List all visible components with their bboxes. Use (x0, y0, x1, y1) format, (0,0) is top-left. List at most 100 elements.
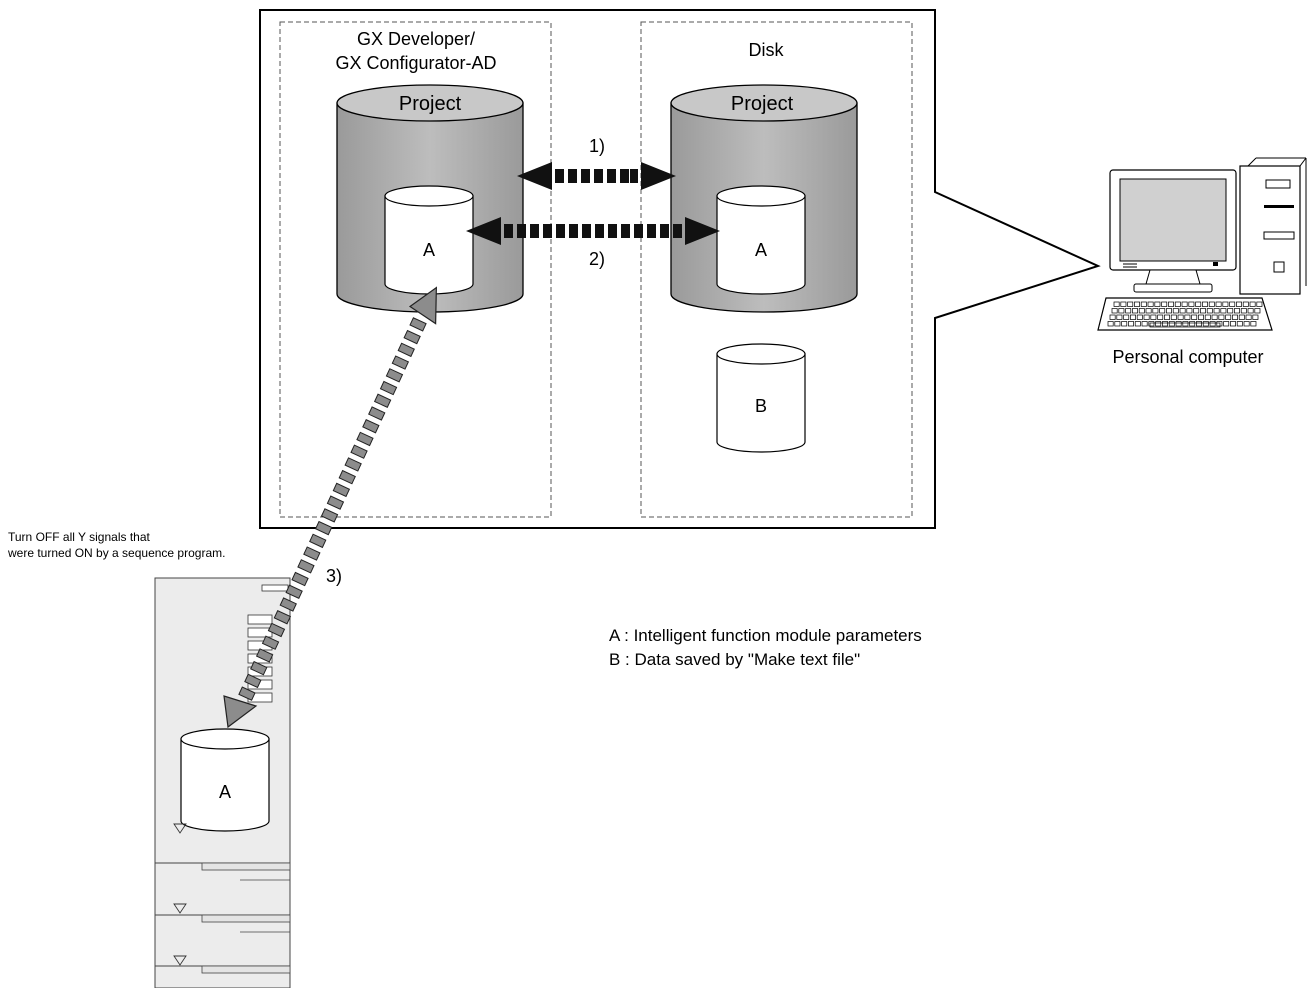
keyboard-key (1202, 301, 1208, 307)
keyboard-key (1109, 314, 1116, 320)
keyboard-key (1152, 308, 1159, 314)
left-panel-title-line1: GX Developer/ (357, 29, 475, 49)
keyboard-key (1174, 301, 1181, 307)
keyboard-key (1211, 314, 1218, 320)
keyboard-key (1120, 301, 1127, 307)
arrow-3-segment (279, 597, 297, 612)
keyboard-key (1121, 321, 1128, 327)
keyboard-key (1154, 301, 1161, 307)
keyboard-key (1157, 314, 1164, 320)
arrow-3-segment (332, 482, 351, 498)
keyboard-key (1182, 321, 1189, 327)
keyboard-key (1162, 321, 1168, 327)
keyboard-key (1132, 308, 1138, 314)
keyboard-key (1107, 321, 1114, 327)
arrow-3-segment (250, 660, 268, 676)
arrow-3-segment (320, 508, 339, 523)
arrow-3-segment (391, 355, 410, 370)
arrow-3-segment (409, 317, 427, 332)
right-inner-label: A (755, 240, 767, 260)
arrow-1-label: 1) (589, 136, 605, 156)
keyboard-key (1179, 308, 1186, 314)
left-panel (279, 21, 552, 518)
arrow-3-segment (244, 673, 262, 689)
keyboard-key (1150, 314, 1157, 320)
keyboard-key (1138, 308, 1145, 314)
keyboard-key (1145, 308, 1152, 314)
arrow-3-segment (238, 686, 256, 701)
arrow-3-segment (362, 418, 380, 434)
disk-b-label: B (755, 396, 767, 416)
keyboard-key (1134, 301, 1140, 307)
arrow-3-label: 3) (326, 566, 342, 586)
keyboard-key (1252, 314, 1259, 320)
arrow-1 (517, 162, 676, 190)
keyboard-key (1189, 321, 1196, 327)
keyboard-key (1130, 314, 1136, 320)
keyboard-key (1222, 301, 1229, 307)
keyboard-key (1136, 314, 1143, 320)
plc-note-line2: were turned ON by a sequence program. (7, 546, 225, 560)
arrow-3 (223, 286, 437, 729)
keyboard-key (1236, 321, 1243, 327)
arrow-2 (466, 217, 720, 245)
keyboard-key (1242, 301, 1249, 307)
keyboard-key (1186, 308, 1193, 314)
keyboard-key (1123, 314, 1130, 320)
keyboard-key (1113, 301, 1120, 307)
keyboard-key (1209, 321, 1216, 327)
computer-icon (1097, 157, 1307, 331)
keyboard-key (1227, 308, 1234, 314)
keyboard-key (1181, 301, 1188, 307)
keyboard-key (1128, 321, 1134, 327)
keyboard-key (1245, 314, 1252, 320)
keyboard-key (1168, 321, 1175, 327)
keyboard-key (1204, 314, 1211, 320)
legend-a: A : Intelligent function module paramete… (609, 626, 922, 645)
right-project-cylinder (670, 84, 858, 313)
keyboard-key (1254, 308, 1261, 314)
keyboard-key (1206, 308, 1213, 314)
keyboard-key (1159, 308, 1166, 314)
arrow-3-segment (309, 533, 327, 549)
keyboard-key (1215, 301, 1222, 307)
keyboard-key (1250, 321, 1257, 327)
plc-note-line1: Turn OFF all Y signals that (8, 530, 151, 544)
keyboard-key (1230, 321, 1236, 327)
keyboard-key (1140, 301, 1147, 307)
keyboard-key (1195, 301, 1202, 307)
keyboard-key (1147, 301, 1154, 307)
right-panel-title: Disk (749, 40, 785, 60)
plc-inner-label: A (219, 782, 231, 802)
keyboard-key (1223, 321, 1230, 327)
keyboard-key (1240, 308, 1247, 314)
keyboard-key (1127, 301, 1134, 307)
arrow-3-segment (397, 342, 415, 358)
keyboard-key (1234, 308, 1240, 314)
keyboard-key (1125, 308, 1132, 314)
keyboard-key (1218, 314, 1225, 320)
left-inner-label: A (423, 240, 435, 260)
arrow-3-segment (373, 393, 392, 409)
keyboard-key (1188, 301, 1195, 307)
arrow-3-segment (385, 368, 404, 383)
left-project-cylinder (336, 84, 524, 313)
arrow-3-segment (267, 622, 286, 638)
arrow-3-segment (303, 546, 321, 561)
arrow-3-segment (255, 648, 274, 663)
keyboard-key (1184, 314, 1191, 320)
keyboard-key (1172, 308, 1179, 314)
keyboard-key (1116, 314, 1123, 320)
keyboard-key (1161, 301, 1168, 307)
keyboard-key (1220, 308, 1227, 314)
keyboard-key (1236, 301, 1242, 307)
keyboard-key (1193, 308, 1200, 314)
arrow-3-segment (350, 444, 368, 459)
keyboard-key (1249, 301, 1256, 307)
arrow-3-segment (403, 329, 421, 345)
keyboard-key (1216, 321, 1223, 327)
keyboard-key (1200, 308, 1206, 314)
computer-label: Personal computer (1112, 347, 1263, 367)
